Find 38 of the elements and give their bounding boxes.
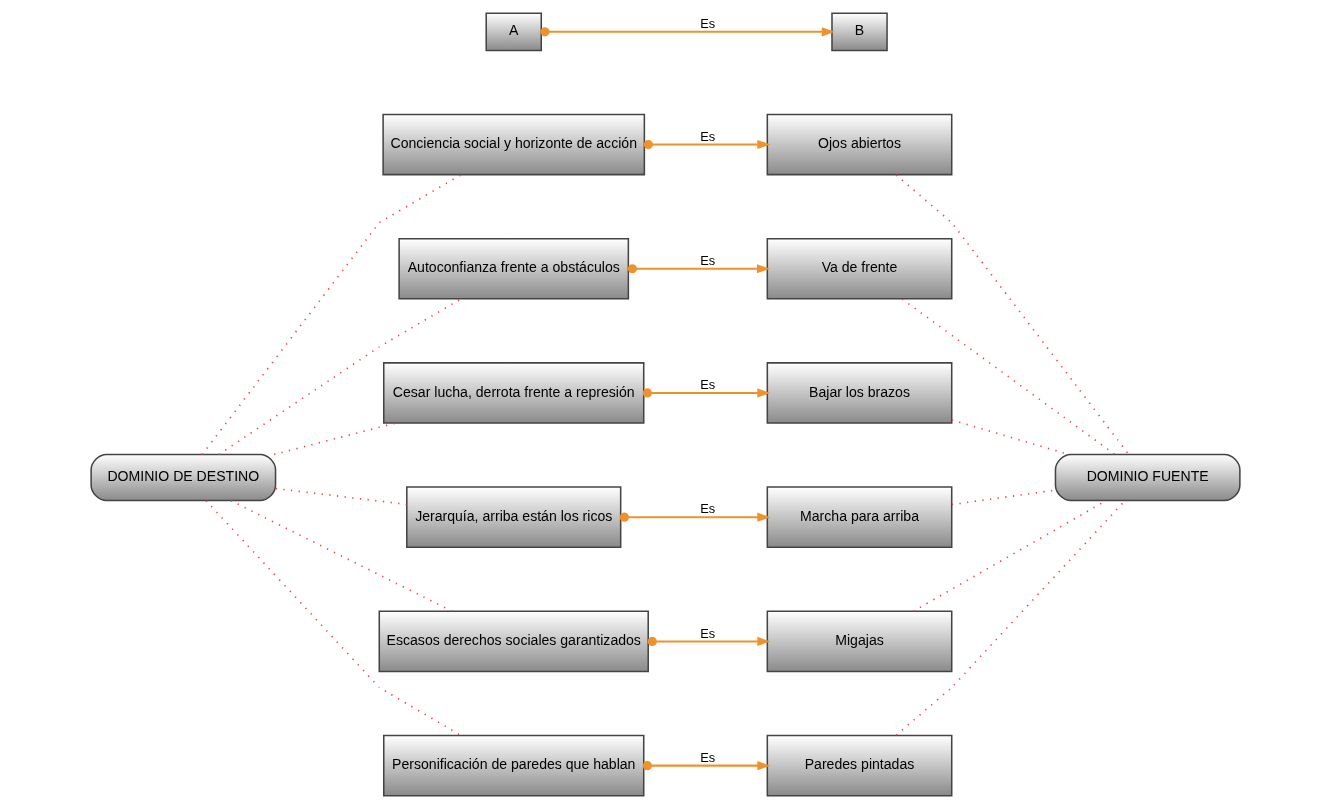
arrow bbox=[642, 388, 771, 398]
node-box: Cesar lucha, derrota frente a represión bbox=[383, 362, 645, 424]
edge-label: Es bbox=[700, 377, 716, 393]
node-box: DOMINIO FUENTE bbox=[1054, 453, 1241, 502]
connector bbox=[205, 499, 462, 737]
node-box: Paredes pintadas bbox=[766, 734, 953, 797]
node-box: Bajar los brazos bbox=[766, 362, 953, 424]
edge-label: Es bbox=[700, 749, 716, 765]
connector bbox=[895, 174, 1130, 456]
connector bbox=[230, 499, 453, 612]
node-box: Migajas bbox=[766, 610, 953, 673]
node-box: B bbox=[831, 12, 888, 52]
node-box: Escasos derechos sociales garantizados bbox=[378, 610, 649, 673]
arrow bbox=[647, 636, 771, 647]
connector bbox=[275, 487, 408, 506]
connector bbox=[901, 298, 1116, 456]
edge-label: Es bbox=[700, 625, 716, 641]
edge-label: Es bbox=[700, 501, 716, 517]
connector bbox=[273, 422, 397, 456]
connector bbox=[201, 173, 462, 456]
node-box: DOMINIO DE DESTINO bbox=[90, 453, 277, 502]
node-box: Ojos abiertos bbox=[766, 113, 953, 176]
arrow bbox=[642, 761, 771, 771]
arrow bbox=[619, 512, 771, 522]
node-box: Marcha para arriba bbox=[766, 486, 953, 549]
node-box: Autoconfianza frente a obstáculos bbox=[398, 237, 630, 300]
node-box: Conciencia social y horizonte de acción bbox=[382, 113, 646, 176]
edge-label: Es bbox=[700, 128, 716, 144]
node-box: Personificación de paredes que hablan bbox=[383, 734, 645, 797]
edge-label: Es bbox=[700, 252, 716, 268]
node-box: A bbox=[485, 12, 543, 52]
edge-label: Es bbox=[700, 15, 716, 31]
node-box: Jerarquía, arriba están los ricos bbox=[406, 486, 622, 549]
node-box: Va de frente bbox=[766, 237, 953, 300]
connector bbox=[218, 298, 462, 456]
arrow bbox=[627, 264, 771, 274]
arrow bbox=[643, 139, 771, 150]
arrow bbox=[540, 27, 835, 37]
